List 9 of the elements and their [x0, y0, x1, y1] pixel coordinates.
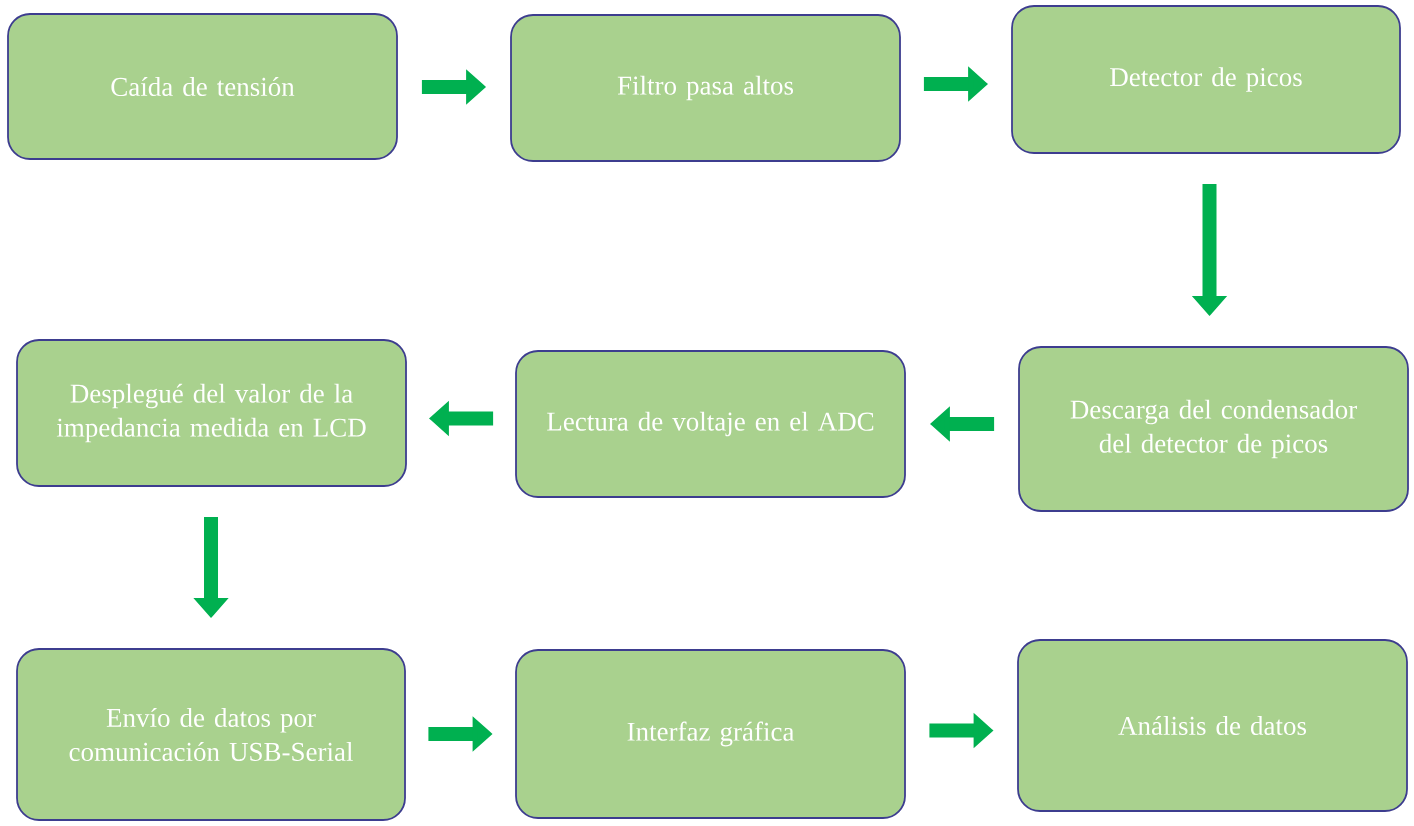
- process-box: Lectura de voltaje en el ADC: [515, 350, 906, 498]
- process-box: Envío de datos por comunicación USB-Serial: [16, 648, 406, 821]
- process-box: Descarga del condensador del detector de picos: [1018, 346, 1409, 512]
- process-box: Caída de tensión: [7, 13, 398, 160]
- process-box: Filtro pasa altos: [510, 14, 901, 162]
- process-box: Detector de picos: [1011, 5, 1401, 154]
- process-box: Desplegué del valor de la impedancia medida en LCD: [16, 339, 407, 487]
- process-box: Análisis de datos: [1017, 639, 1408, 812]
- process-box: Interfaz gráfica: [515, 649, 906, 819]
